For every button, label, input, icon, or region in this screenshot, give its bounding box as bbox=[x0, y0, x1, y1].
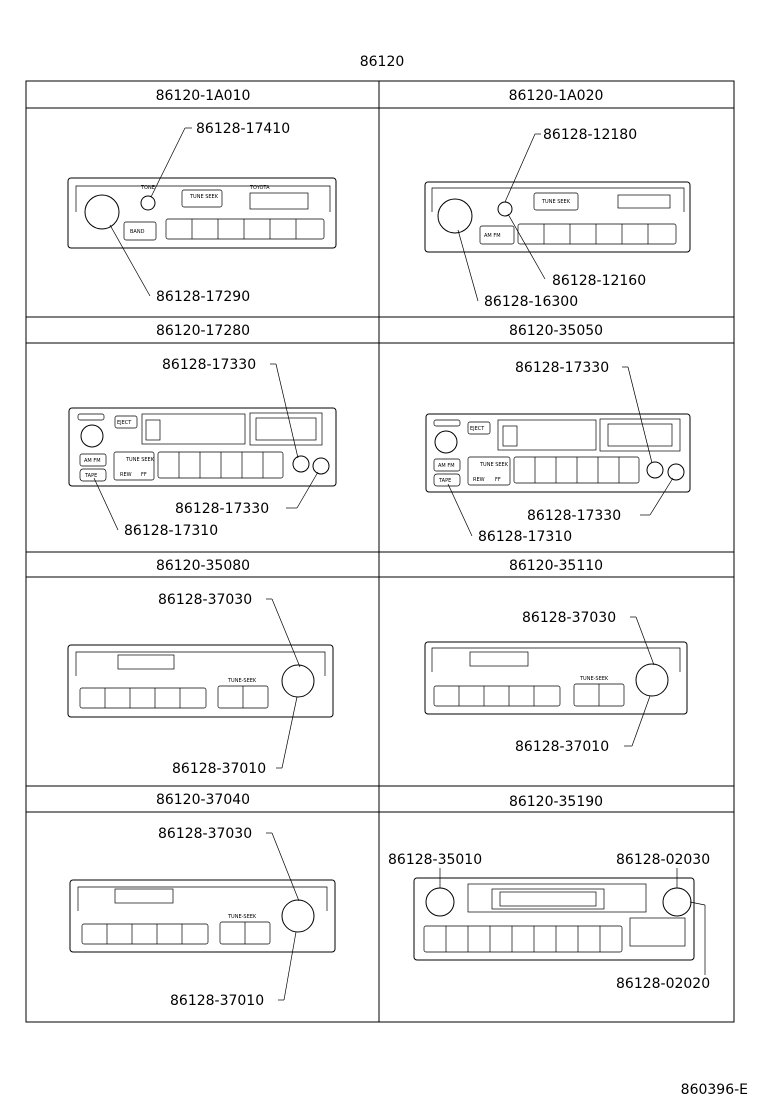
tone-knob bbox=[662, 887, 692, 917]
volume-knob bbox=[80, 424, 104, 448]
part-label: 86128-02020 bbox=[616, 976, 710, 992]
volume-knob bbox=[425, 887, 455, 917]
radio-label: TUNE SEEK bbox=[125, 457, 155, 463]
radio-label: TUNE-SEEK bbox=[227, 914, 257, 920]
leader-lines bbox=[439, 868, 706, 975]
radio-label: TUNE-SEEK bbox=[579, 676, 609, 682]
radio-label: REW bbox=[473, 477, 485, 483]
volume-knob bbox=[281, 899, 315, 933]
volume-knob bbox=[635, 663, 669, 697]
part-label: 86128-17330 bbox=[175, 501, 269, 517]
radio-label: BAND bbox=[130, 229, 145, 235]
radio-unit-35110: TUNE-SEEK bbox=[424, 641, 688, 715]
diagram-code: 860396-E bbox=[681, 1082, 748, 1098]
part-label: 86128-35010 bbox=[388, 852, 482, 868]
leader-lines bbox=[457, 133, 546, 302]
part-label: 86128-17330 bbox=[515, 360, 609, 376]
radio-label: TUNE SEEK bbox=[541, 199, 571, 205]
cell-header: 86120-37040 bbox=[156, 792, 250, 808]
part-label: 86128-17330 bbox=[527, 508, 621, 524]
volume-knob bbox=[281, 664, 315, 698]
diagram-title: 86120 bbox=[360, 54, 405, 70]
cell-header: 86120-35190 bbox=[509, 794, 603, 810]
part-label: 86128-17410 bbox=[196, 121, 290, 137]
tone-knob bbox=[667, 463, 685, 481]
part-label: 86128-02030 bbox=[616, 852, 710, 868]
volume-knob bbox=[434, 430, 458, 454]
tone-knob bbox=[140, 195, 156, 211]
cell-header: 86120-35110 bbox=[509, 558, 603, 574]
radio-unit-35050: EJECT AM FM TAPE TUNE SEEK REW FF bbox=[425, 413, 691, 493]
part-label: 86128-37010 bbox=[170, 993, 264, 1009]
radio-label: AM FM bbox=[484, 233, 501, 239]
radio-label: EJECT bbox=[470, 426, 485, 432]
part-label: 86128-12180 bbox=[543, 127, 637, 143]
radio-unit-17280: EJECT AM FM TAPE TUNE SEEK REW FF bbox=[68, 407, 337, 487]
leader-lines bbox=[624, 616, 655, 747]
part-label: 86128-37030 bbox=[522, 610, 616, 626]
radio-label: TAPE bbox=[438, 478, 451, 484]
tone-knob bbox=[312, 457, 330, 475]
radio-label: AM FM bbox=[84, 458, 101, 464]
radio-label: TUNE-SEEK bbox=[227, 678, 257, 684]
part-label: 86128-17330 bbox=[162, 357, 256, 373]
part-label: 86128-37010 bbox=[515, 739, 609, 755]
leader-lines bbox=[447, 366, 674, 537]
volume-knob bbox=[84, 194, 120, 230]
cell-header: 86120-17280 bbox=[156, 323, 250, 339]
tone-knob bbox=[497, 201, 513, 217]
radio-label: EJECT bbox=[117, 420, 132, 426]
volume-knob bbox=[437, 198, 473, 234]
radio-label: TAPE bbox=[84, 473, 97, 479]
part-label: 86128-37010 bbox=[172, 761, 266, 777]
radio-label: TUNE SEEK bbox=[189, 194, 219, 200]
tone-knob bbox=[646, 461, 664, 479]
part-label: 86128-17310 bbox=[478, 529, 572, 545]
cell-header: 86120-35050 bbox=[509, 323, 603, 339]
radio-label: TOYOTA bbox=[249, 185, 270, 191]
radio-label: REW bbox=[120, 472, 132, 478]
tone-knob bbox=[292, 455, 310, 473]
leader-lines bbox=[266, 598, 301, 769]
cell-header: 86120-1A010 bbox=[156, 88, 251, 104]
radio-unit-1a010: TONE TUNE SEEK TOYOTA BAND bbox=[67, 177, 337, 249]
cell-header: 86120-1A020 bbox=[509, 88, 604, 104]
part-label: 86128-16300 bbox=[484, 294, 578, 310]
leader-lines bbox=[266, 832, 300, 1001]
radio-unit-37040: TUNE-SEEK bbox=[69, 879, 336, 953]
part-label: 86128-37030 bbox=[158, 592, 252, 608]
radio-label: FF bbox=[141, 472, 147, 478]
leader-lines bbox=[109, 127, 192, 297]
radio-label: TUNE SEEK bbox=[479, 462, 509, 468]
radio-unit-35080: TUNE-SEEK bbox=[67, 644, 334, 718]
leader-lines bbox=[93, 363, 319, 531]
part-label: 86128-12160 bbox=[552, 273, 646, 289]
radio-label: FF bbox=[495, 477, 501, 483]
part-label: 86128-17310 bbox=[124, 523, 218, 539]
radio-unit-1a020: TUNE SEEK AM FM bbox=[424, 181, 691, 253]
part-label: 86128-17290 bbox=[156, 289, 250, 305]
radio-label: AM FM bbox=[438, 463, 455, 469]
cell-header: 86120-35080 bbox=[156, 558, 250, 574]
part-label: 86128-37030 bbox=[158, 826, 252, 842]
grid bbox=[25, 80, 735, 1023]
radio-unit-35190 bbox=[413, 877, 695, 961]
radio-label: TONE bbox=[140, 185, 155, 191]
